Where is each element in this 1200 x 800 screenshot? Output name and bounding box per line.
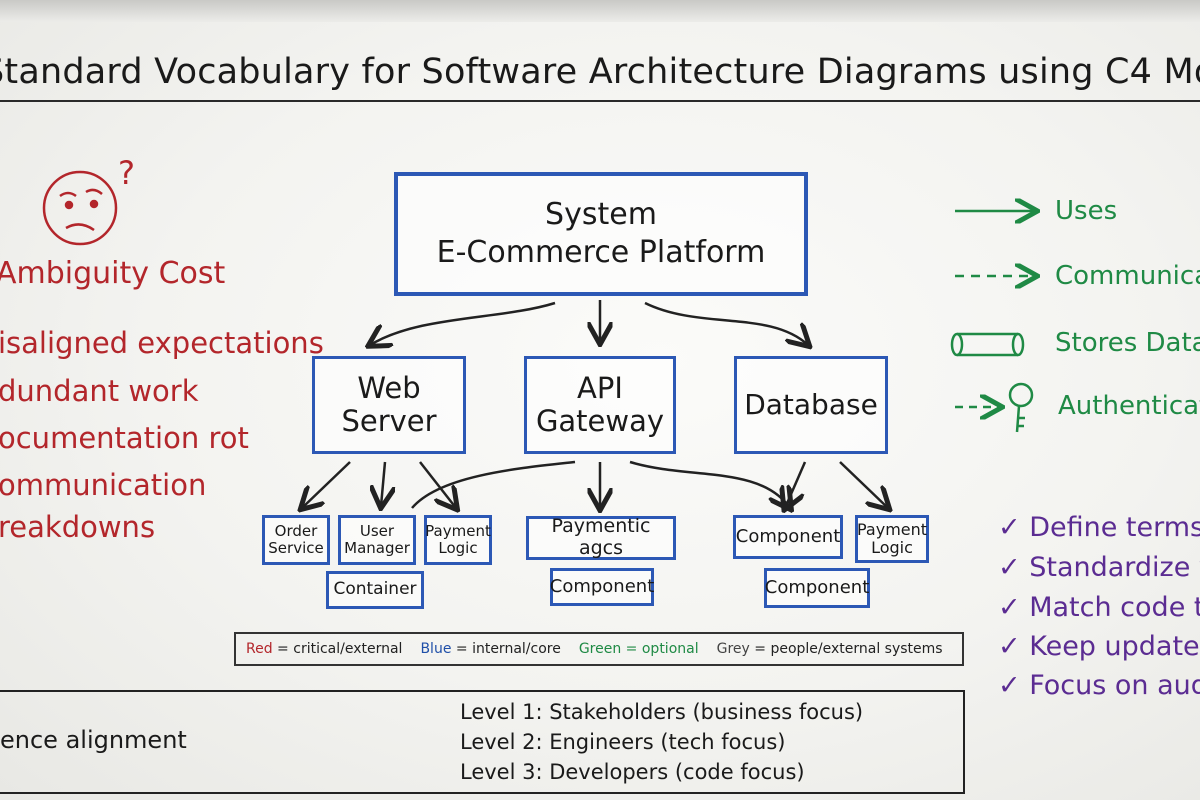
component-payment-logic-left: PaymentLogic [424, 515, 492, 565]
ambiguity-heading: Ambiguity Cost [0, 256, 225, 291]
component-label: Component [736, 527, 841, 548]
legend-entry: Red = critical/external [246, 641, 402, 657]
container-web-server: WebServer [312, 356, 466, 454]
levels-box: ence alignment Level 1: Stakeholders (bu… [0, 690, 965, 794]
relation-stores-data-label: Stores Data T [1055, 328, 1200, 358]
level-item: Level 2: Engineers (tech focus) [460, 730, 785, 754]
legend-text: = people/external systems [750, 641, 943, 657]
component-label: Payment [857, 521, 927, 539]
component-label: Paymentic agcs [529, 516, 673, 560]
container-api-gateway: APIGateway [524, 356, 676, 454]
level-item: Level 1: Stakeholders (business focus) [460, 700, 863, 724]
component-user-manager: UserManager [338, 515, 416, 565]
ambiguity-item: isaligned expectations [0, 326, 324, 360]
ambiguity-item: dundant work [0, 374, 199, 408]
component-label: Logic [425, 540, 491, 557]
component-label: Order [268, 523, 323, 540]
checklist-item: ✓ Standardize vi [998, 552, 1200, 583]
checklist-item: ✓ Focus on audie [998, 670, 1200, 701]
component-right-a: Component [733, 515, 843, 559]
ambiguity-item: ommunication [0, 468, 206, 502]
component-label: Payment [425, 523, 491, 540]
component-label: Container [333, 580, 416, 600]
ambiguity-item: ocumentation rot [0, 421, 249, 455]
system-label: System [437, 198, 766, 233]
key-icon [1010, 384, 1032, 432]
component-paymentic-agcs: Paymentic agcs [526, 516, 676, 560]
system-box: System E-Commerce Platform [394, 172, 808, 296]
arrow-system-to-webserver [370, 303, 555, 345]
component-right-b: Component [764, 568, 870, 608]
checklist-item: ✓ Keep updated [998, 631, 1200, 662]
check-icon: ✓ [998, 631, 1021, 662]
checklist-text: Define terms c [1029, 512, 1200, 543]
container-label: Web [341, 372, 436, 405]
legend-entry: Green = optional [579, 641, 699, 657]
checklist-text: Standardize vi [1029, 552, 1200, 583]
check-icon: ✓ [998, 592, 1021, 623]
component-label: User [344, 523, 410, 540]
legend-text: = internal/core [451, 641, 560, 657]
checklist-text: Match code to [1029, 592, 1200, 623]
system-name: E-Commerce Platform [437, 236, 766, 271]
check-icon: ✓ [998, 552, 1021, 583]
relation-uses-label: Uses [1055, 196, 1117, 226]
container-label: Server [341, 405, 436, 438]
component-order-service: OrderService [262, 515, 330, 565]
arrow-gateway-to-right [630, 462, 790, 508]
container-label: API [536, 372, 664, 405]
legend-text: = critical/external [273, 641, 403, 657]
component-label: Component [765, 578, 870, 599]
component-label: Manager [344, 540, 410, 557]
level-item: Level 3: Developers (code focus) [460, 760, 805, 784]
checklist-item: ✓ Define terms c [998, 512, 1200, 543]
legend-key: Green [579, 641, 621, 657]
checklist-text: Keep updated [1029, 631, 1200, 662]
color-legend: Red = critical/external Blue = internal/… [234, 632, 964, 666]
component-label: Logic [857, 539, 927, 557]
arrow-system-to-database [645, 303, 808, 345]
component-label: Service [268, 540, 323, 557]
audience-alignment-label: ence alignment [0, 726, 187, 754]
arrow-web-to-order [302, 462, 350, 508]
arrow-db-to-component [785, 462, 805, 508]
legend-entry: Grey = people/external systems [717, 641, 943, 657]
legend-key: Grey [717, 641, 750, 657]
legend-key: Red [246, 641, 273, 657]
arrow-db-to-payment [840, 462, 888, 508]
relation-communicates-label: Communicates [1055, 261, 1200, 291]
component-container: Container [326, 571, 424, 609]
stores-data-cylinder-icon [952, 334, 1023, 355]
container-database: Database [734, 356, 888, 454]
component-mid: Component [550, 568, 654, 606]
legend-key: Blue [420, 641, 451, 657]
ambiguity-item: reakdowns [0, 510, 155, 544]
component-payment-logic-right: PaymentLogic [855, 515, 929, 563]
legend-text: = optional [621, 641, 698, 657]
component-label: Component [550, 577, 655, 598]
relation-authenticates-label: Authenticates [1058, 391, 1200, 421]
check-icon: ✓ [998, 512, 1021, 543]
arrow-web-to-user [381, 462, 385, 506]
question-mark: ? [118, 154, 135, 192]
container-label: Gateway [536, 405, 664, 438]
checklist-text: Focus on audie [1029, 670, 1200, 701]
checklist-item: ✓ Match code to [998, 592, 1200, 623]
check-icon: ✓ [998, 670, 1021, 701]
container-label: Database [744, 389, 878, 421]
confused-face-icon [44, 172, 116, 244]
legend-entry: Blue = internal/core [420, 641, 560, 657]
